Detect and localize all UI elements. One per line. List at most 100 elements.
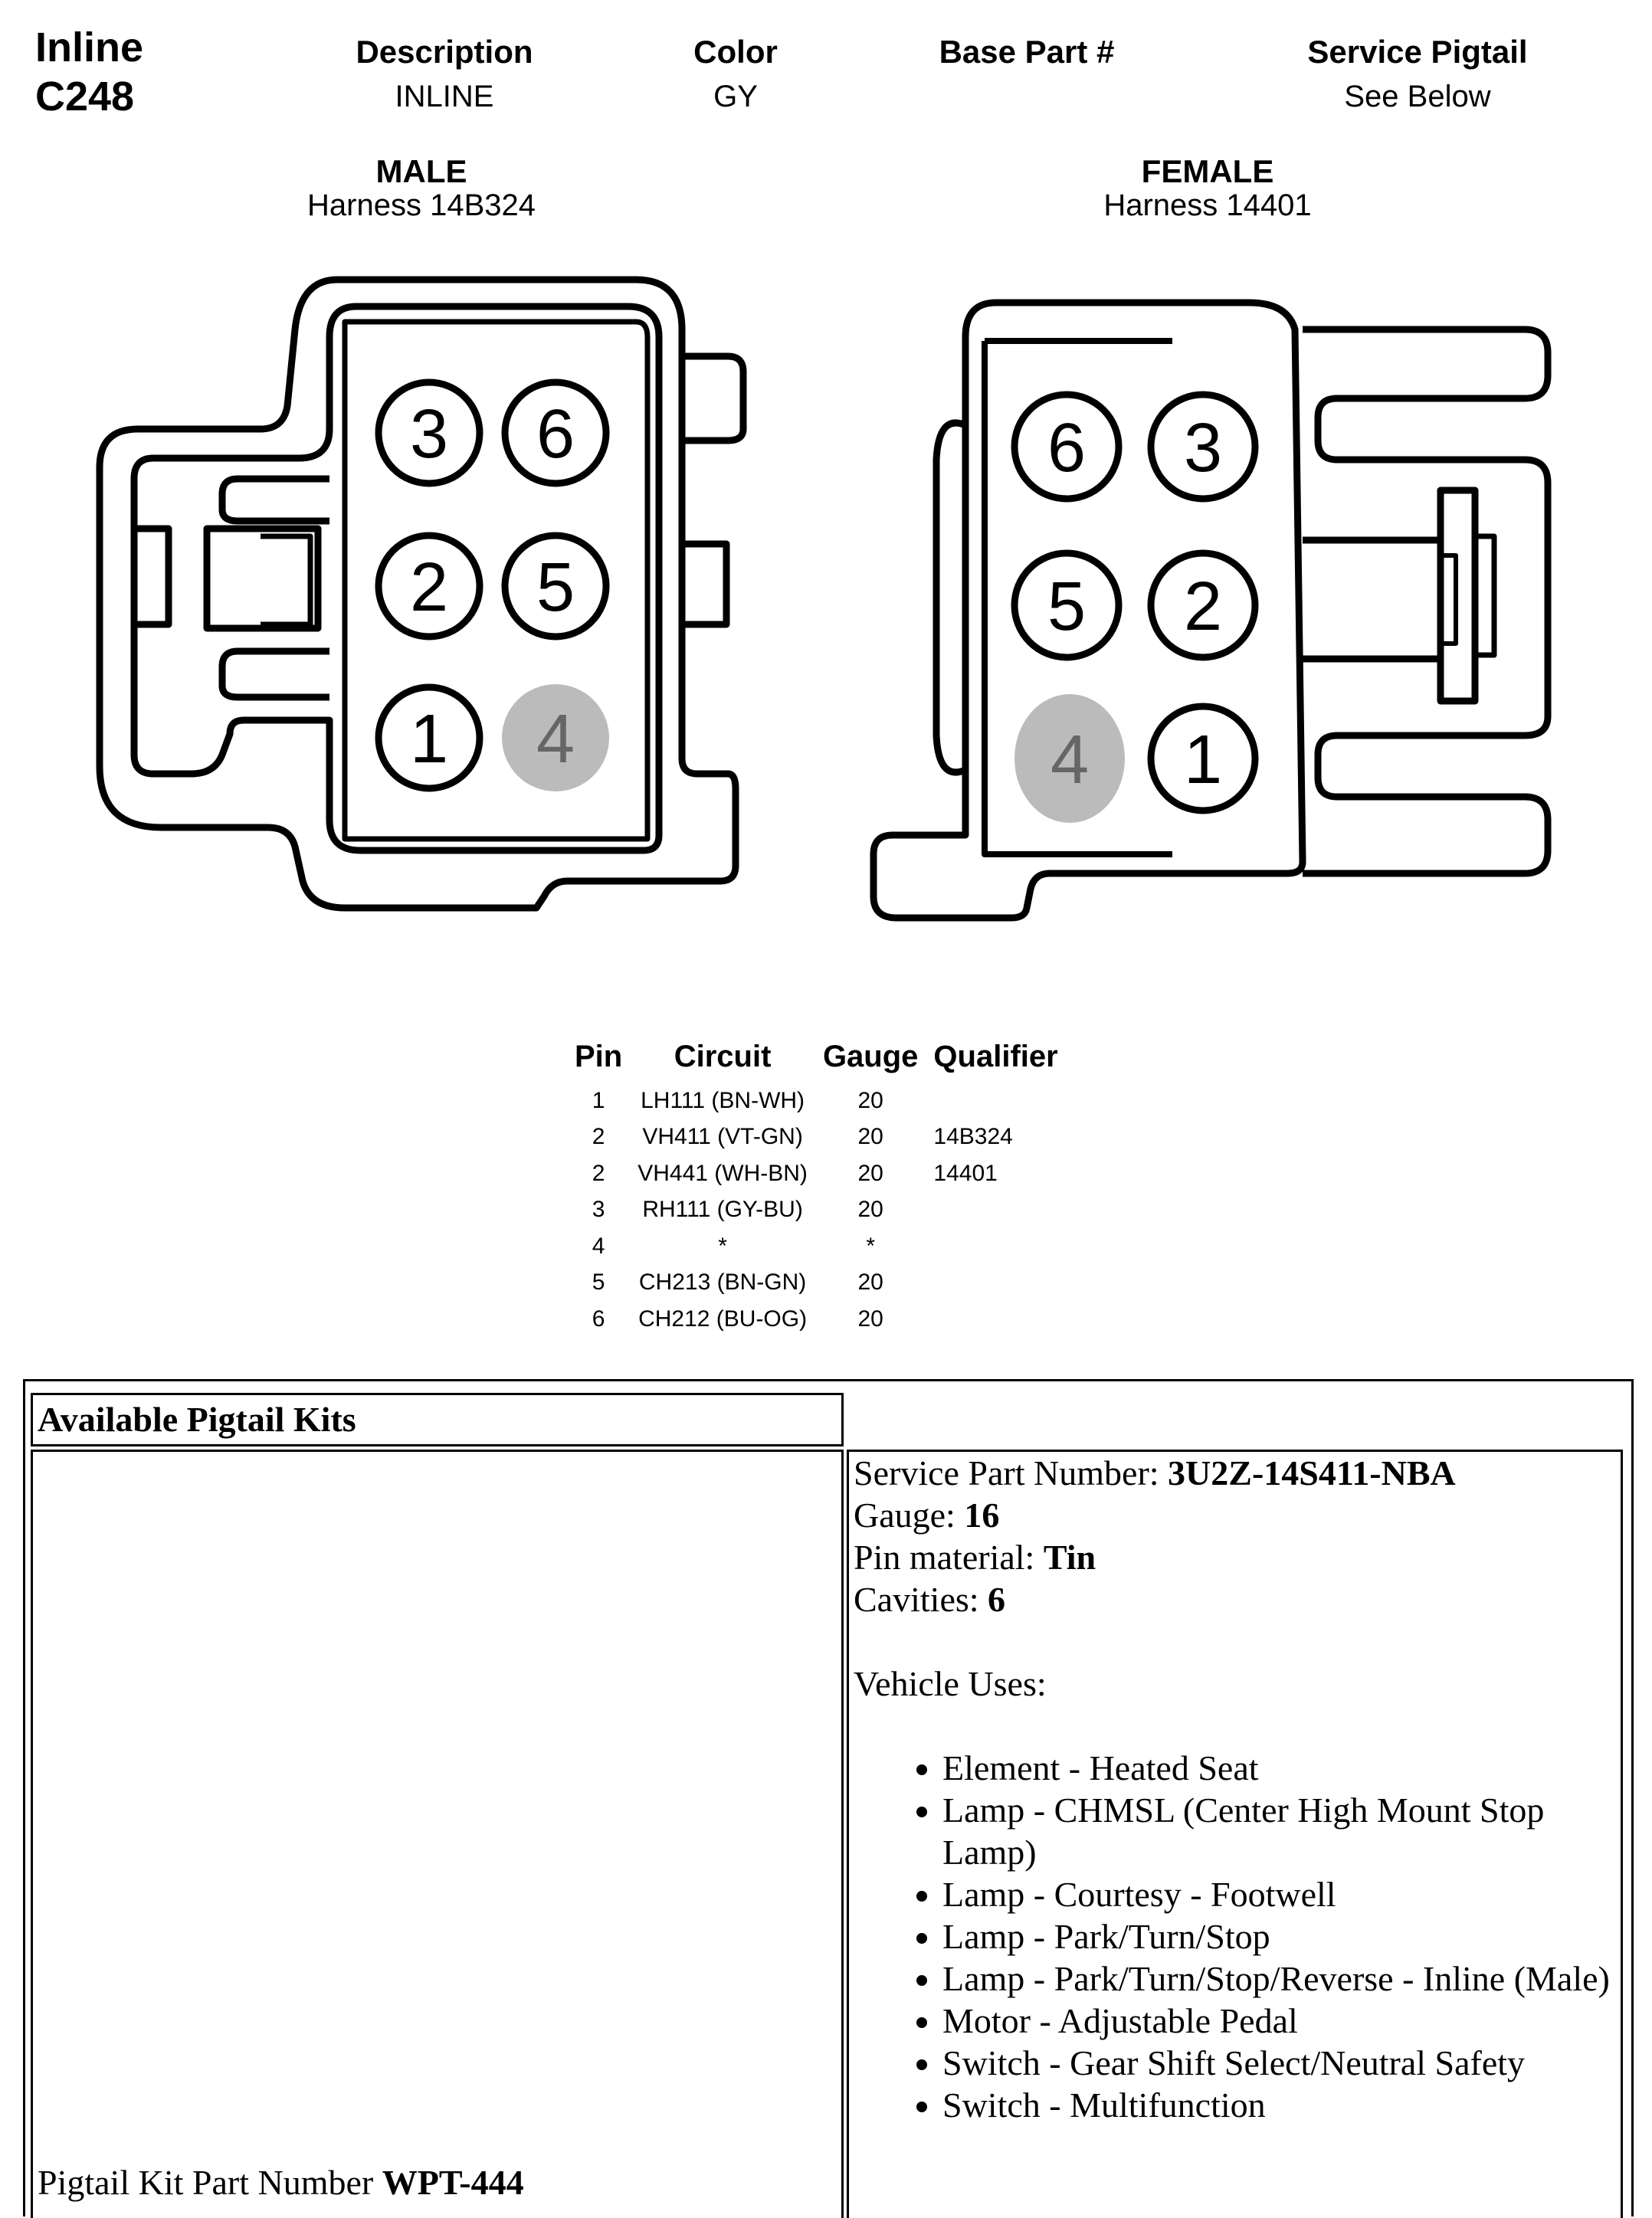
circuit-cell: RH111 (GY-BU) — [642, 1197, 803, 1223]
description-label: Description — [356, 34, 533, 70]
female-cavity-4-empty — [1014, 694, 1125, 823]
female-pin-label: 5 — [1047, 568, 1086, 645]
qualifier-cell — [926, 1192, 1065, 1229]
male-cavity-5 — [501, 532, 610, 641]
pigtail-heading: Available Pigtail Kits — [38, 1400, 356, 1439]
pigtail-kit-cell: Pigtail Kit Part Number WPT-444 — [31, 1450, 844, 2218]
female-cavity-5 — [1011, 549, 1123, 661]
vehicle-uses-list: Element - Heated Seat Lamp - CHMSL (Cent… — [849, 1747, 1621, 2126]
list-item: Lamp - CHMSL (Center High Mount Stop Lam… — [942, 1789, 1621, 1873]
male-cavity-4-empty — [502, 684, 609, 791]
male-pin-label: 1 — [410, 701, 448, 778]
pigtail-heading-cell: Available Pigtail Kits — [31, 1393, 844, 1446]
list-item: Switch - Multifunction — [942, 2084, 1621, 2126]
table-row: 5 CH213 (BN-GN) 20 — [567, 1265, 1066, 1302]
service-pigtail-value: See Below — [1344, 80, 1491, 113]
gauge-cell: * — [866, 1233, 876, 1259]
pin-material-value: Tin — [1043, 1538, 1096, 1577]
qualifier-cell — [926, 1301, 1065, 1338]
qualifier-cell — [926, 1228, 1065, 1265]
gauge-label: Gauge: — [854, 1496, 965, 1535]
male-cavity-6 — [501, 378, 610, 487]
table-row: 3 RH111 (GY-BU) 20 — [567, 1192, 1066, 1229]
pigtail-info-cell: Service Part Number: 3U2Z-14S411-NBA Gau… — [847, 1450, 1623, 2218]
list-item: Motor - Adjustable Pedal — [942, 2000, 1621, 2042]
female-pin-label: 1 — [1184, 722, 1222, 798]
pin-table: Pin Circuit Gauge Qualifier 1 LH111 (BN-… — [567, 1030, 1066, 1338]
male-pin-label: 6 — [536, 396, 575, 473]
female-pin-label: 4 — [1051, 722, 1089, 798]
female-pin-label: 2 — [1184, 568, 1222, 645]
gauge-line: Gauge: 16 — [854, 1494, 1621, 1536]
male-cavity-1 — [375, 683, 483, 792]
connector-title: Inline C248 — [35, 23, 143, 121]
description-value: INLINE — [395, 80, 494, 113]
pigtail-info: Service Part Number: 3U2Z-14S411-NBA Gau… — [849, 1452, 1621, 1747]
female-cavity-2 — [1147, 549, 1259, 661]
circuit-cell: CH212 (BU-OG) — [638, 1306, 808, 1332]
table-row: 2 VH441 (WH-BN) 20 14401 — [567, 1155, 1066, 1192]
gauge-value: 16 — [964, 1496, 1000, 1535]
male-pin-label: 4 — [536, 701, 575, 778]
gauge-cell: 20 — [857, 1160, 883, 1186]
title-line-2: C248 — [35, 74, 135, 120]
kit-number: WPT-444 — [382, 2163, 524, 2202]
circuit-cell: LH111 (BN-WH) — [641, 1087, 805, 1113]
circuit-cell: * — [718, 1233, 727, 1259]
title-line-1: Inline — [35, 25, 144, 70]
pin-cell: 3 — [592, 1197, 605, 1223]
female-cavity-1 — [1147, 703, 1259, 814]
pin-header: Pin — [575, 1039, 623, 1073]
table-row: 6 CH212 (BU-OG) 20 — [567, 1301, 1066, 1338]
gauge-cell: 20 — [857, 1306, 883, 1332]
female-cavity-6 — [1011, 391, 1123, 503]
pin-cell: 4 — [592, 1233, 605, 1259]
service-part-value: 3U2Z-14S411-NBA — [1168, 1453, 1456, 1492]
table-row: 4 * * — [567, 1228, 1066, 1265]
cavities-line: Cavities: 6 — [854, 1578, 1621, 1620]
qualifier-cell — [926, 1083, 1065, 1119]
circuit-cell: VH441 (WH-BN) — [638, 1160, 808, 1186]
pin-material-line: Pin material: Tin — [854, 1536, 1621, 1578]
female-harness: Harness 14401 — [1103, 188, 1312, 222]
pin-cell: 2 — [592, 1124, 605, 1150]
table-row: 1 LH111 (BN-WH) 20 — [567, 1083, 1066, 1119]
cavities-value: 6 — [988, 1580, 1006, 1619]
pigtail-outer-table — [23, 1379, 1634, 2216]
gauge-header: Gauge — [822, 1039, 919, 1073]
service-part-label: Service Part Number: — [854, 1453, 1169, 1492]
male-connector-diagram: 3 6 2 5 1 4 — [96, 276, 747, 912]
pin-table-header: Pin Circuit Gauge Qualifier — [567, 1030, 1066, 1083]
pin-material-label: Pin material: — [854, 1538, 1044, 1577]
list-item: Lamp - Park/Turn/Stop/Reverse - Inline (… — [942, 1958, 1621, 2000]
list-item: Lamp - Park/Turn/Stop — [942, 1915, 1621, 1958]
female-cavity-3 — [1147, 391, 1259, 503]
female-connector-diagram: 6 3 5 2 4 1 — [870, 299, 1552, 922]
circuit-cell: VH411 (VT-GN) — [642, 1124, 803, 1150]
female-pin-label: 6 — [1047, 410, 1086, 487]
qualifier-cell: 14B324 — [933, 1124, 1013, 1150]
list-item: Switch - Gear Shift Select/Neutral Safet… — [942, 2042, 1621, 2084]
base-part-label: Base Part # — [939, 34, 1115, 70]
cavities-label: Cavities: — [854, 1580, 988, 1619]
male-harness: Harness 14B324 — [307, 188, 536, 222]
female-pin-label: 3 — [1184, 410, 1222, 487]
service-part-line: Service Part Number: 3U2Z-14S411-NBA — [854, 1452, 1621, 1494]
gauge-cell: 20 — [857, 1124, 883, 1150]
list-item: Element - Heated Seat — [942, 1747, 1621, 1789]
color-value: GY — [713, 80, 758, 113]
pigtail-kit-part-number: Pigtail Kit Part Number WPT-444 — [38, 2161, 524, 2203]
male-label: MALE — [375, 153, 467, 189]
male-cavity-2 — [375, 532, 483, 641]
color-label: Color — [693, 34, 778, 70]
circuit-header: Circuit — [674, 1039, 772, 1073]
qualifier-cell: 14401 — [933, 1160, 998, 1186]
qualifier-cell — [926, 1265, 1065, 1302]
gauge-cell: 20 — [857, 1197, 883, 1223]
service-pigtail-label: Service Pigtail — [1307, 34, 1528, 70]
male-pin-label: 2 — [410, 549, 448, 626]
male-pin-label: 3 — [410, 396, 448, 473]
female-label: FEMALE — [1141, 153, 1274, 189]
circuit-cell: CH213 (BN-GN) — [638, 1270, 807, 1296]
pin-cell: 6 — [592, 1306, 605, 1332]
